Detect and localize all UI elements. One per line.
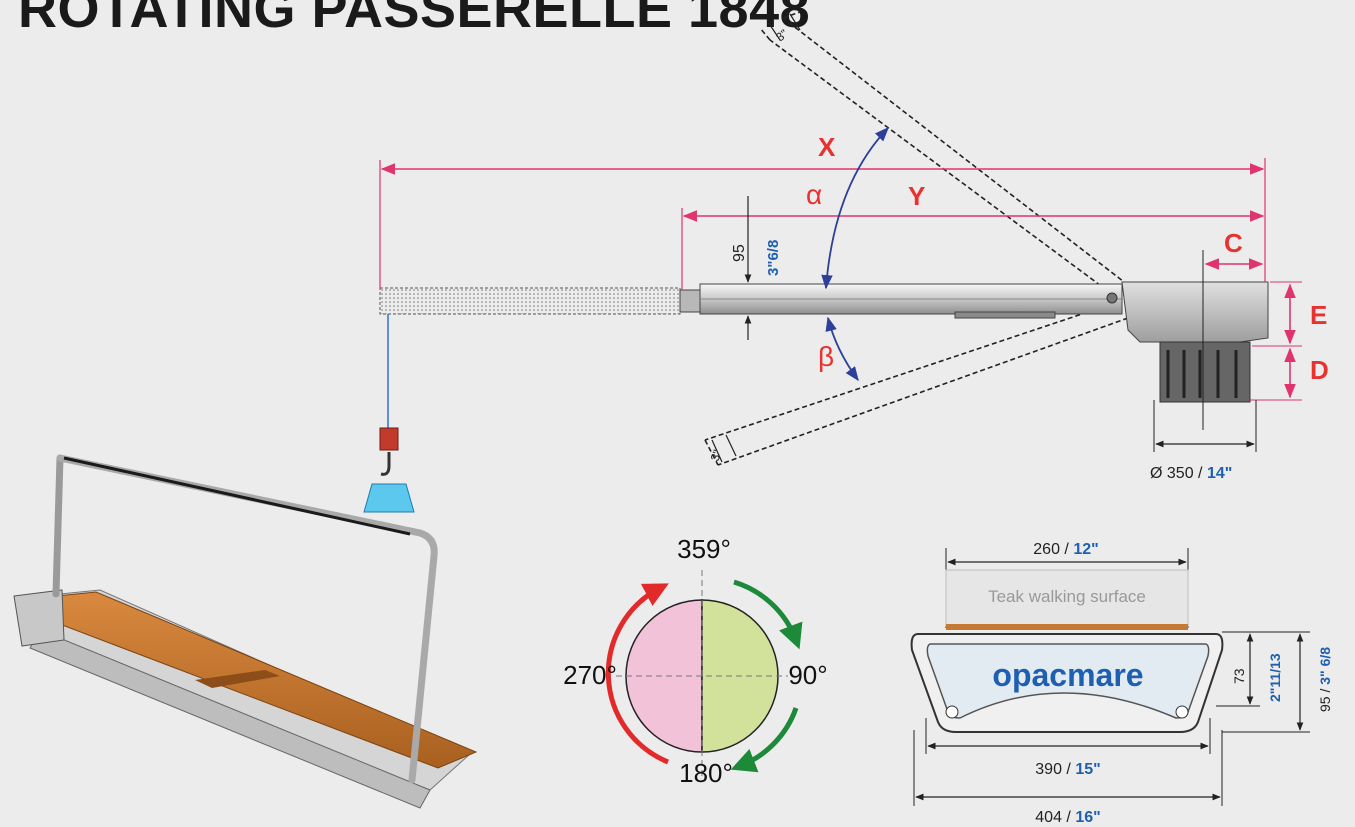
diameter-label: Ø 350 / 14" xyxy=(1150,465,1232,482)
lowered-offset-label: 3" xyxy=(708,448,725,463)
counterclockwise-arrow xyxy=(605,583,669,765)
angle-right-label: 90° xyxy=(788,660,827,690)
dimension-e-label: E xyxy=(1310,300,1327,330)
rotation-dial xyxy=(605,570,803,782)
angle-left-label: 270° xyxy=(563,660,617,690)
page-title: ROTATING PASSERELLE 1848 xyxy=(18,0,811,39)
raised-position-outline xyxy=(759,11,1129,301)
raised-offset-label: 3" xyxy=(773,27,790,45)
angle-bottom-label: 180° xyxy=(679,758,733,788)
alpha-arc xyxy=(821,126,889,290)
weight-icon xyxy=(363,483,415,513)
telescope-joint xyxy=(679,289,701,313)
mounting-bolts xyxy=(1166,350,1238,398)
beam-bracket xyxy=(954,311,1056,319)
rotation-housing xyxy=(1121,281,1269,343)
offset-markers xyxy=(711,13,801,463)
inner-height-mm: 73 xyxy=(1231,668,1247,684)
alpha-label: α xyxy=(806,179,822,210)
teak-strip xyxy=(946,624,1188,630)
surface-label: Teak walking surface xyxy=(988,587,1146,606)
outer-width-label: 404 / 16" xyxy=(1035,809,1100,826)
top-width-label: 260 / 12" xyxy=(1033,541,1098,558)
clockwise-arrow-top xyxy=(733,579,803,650)
angle-top-label: 359° xyxy=(677,534,731,564)
clockwise-arrow-bottom xyxy=(730,707,799,773)
gangway-illustration xyxy=(13,454,478,809)
brand-logo: opacmare xyxy=(992,657,1143,693)
cross-section xyxy=(910,548,1310,806)
hook-block xyxy=(379,427,399,451)
pivot-pin xyxy=(1106,292,1118,304)
dimension-y-label: Y xyxy=(908,181,925,211)
profile-inner xyxy=(926,643,1210,719)
hook-icon xyxy=(380,452,391,476)
outer-height-label: 95 / 3" 6/8 xyxy=(1317,647,1333,712)
extended-section xyxy=(379,287,681,315)
inner-height-in: 2"11/13 xyxy=(1267,653,1283,702)
beam-height-mm: 95 xyxy=(731,244,748,262)
beta-label: β xyxy=(818,341,834,372)
dimension-d-label: D xyxy=(1310,355,1329,385)
lowered-position-outline xyxy=(704,301,1129,466)
beta-arc xyxy=(825,316,859,382)
beam-height-in: 3"6/8 xyxy=(765,240,782,276)
dimension-c-label: C xyxy=(1224,228,1243,258)
dimension-x-label: X xyxy=(818,132,836,162)
teak-surface-area xyxy=(945,569,1189,627)
inner-width-label: 390 / 15" xyxy=(1035,761,1100,778)
